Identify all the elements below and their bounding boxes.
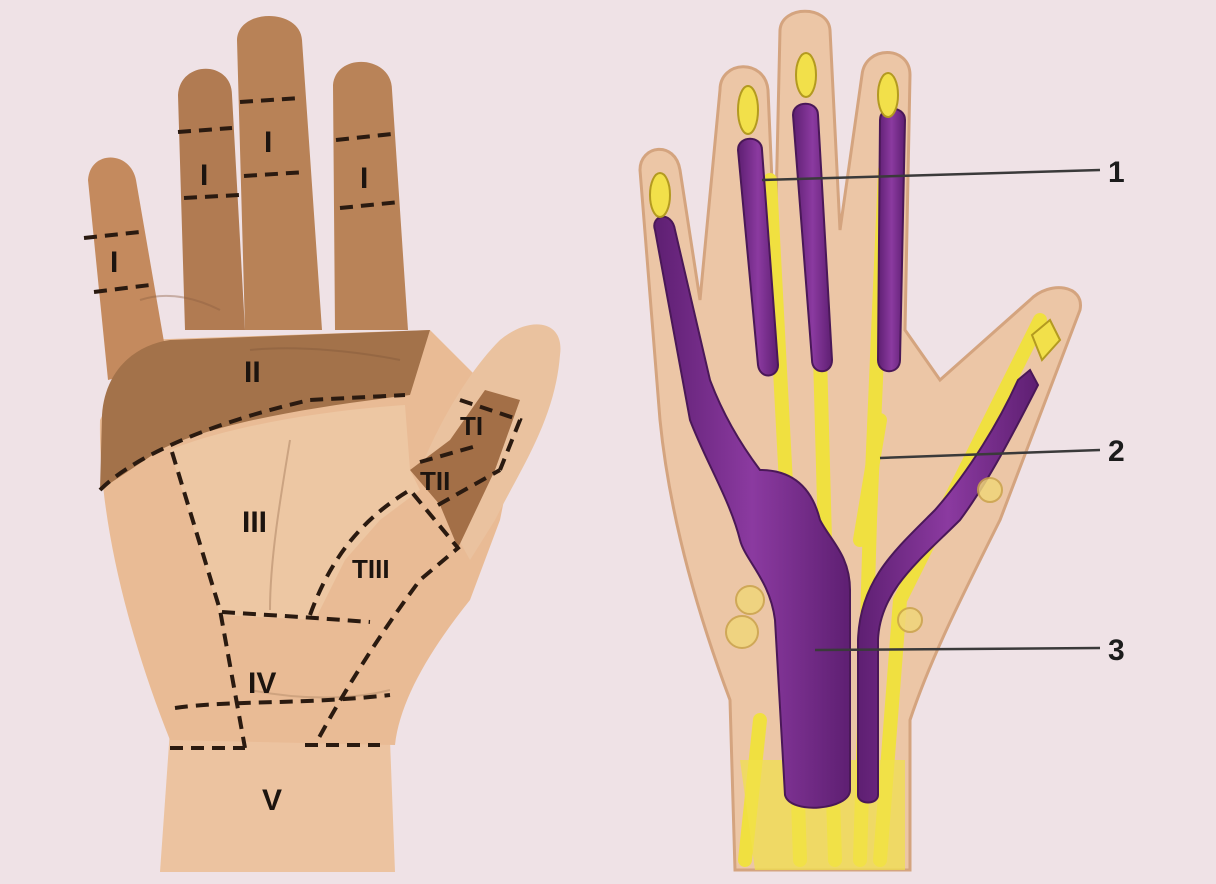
sheath-index: [878, 109, 905, 372]
zone-label-finger-index: I: [360, 162, 368, 195]
zone-label-thenar: TIII: [352, 554, 390, 584]
zone-label-finger-little: I: [110, 246, 118, 279]
zone-label-finger-middle: I: [264, 126, 272, 159]
callout-label-2: 2: [1108, 435, 1125, 468]
zone-label-palm-distal: II: [244, 356, 261, 389]
zone-label-wrist-proximal: IV: [248, 667, 276, 700]
zone-label-thumb-mid: TII: [420, 466, 450, 496]
left-finger-middle: [237, 16, 322, 330]
right-hand-illustration: 1 2 3: [640, 11, 1125, 870]
zone-label-palm-mid: III: [242, 506, 267, 539]
left-finger-index: [333, 62, 408, 330]
zone-label-forearm: V: [262, 784, 282, 817]
callout-label-1: 1: [1108, 156, 1125, 189]
left-hand-illustration: I I I I II III IV V TI TII TIII: [84, 16, 560, 872]
zone-label-thumb-tip: TI: [460, 411, 483, 441]
callout-label-3: 3: [1108, 634, 1125, 667]
zone-label-finger-ring: I: [200, 159, 208, 192]
